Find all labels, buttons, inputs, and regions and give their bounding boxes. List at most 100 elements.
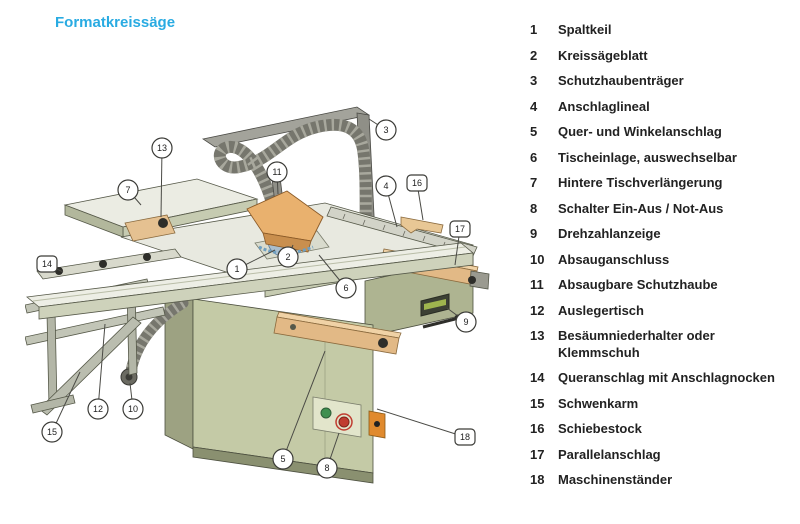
push-stick — [400, 216, 444, 234]
legend-item-number: 7 — [530, 175, 538, 190]
svg-text:12: 12 — [93, 404, 103, 414]
miter-fence — [273, 311, 402, 355]
legend-item-label: Drehzahlanzeige — [558, 226, 661, 241]
legend-item-number: 12 — [530, 302, 545, 318]
legend-item: 7 Hintere Tischverlängerung — [530, 175, 788, 192]
legend-item: 4 Anschlaglineal — [530, 99, 788, 116]
legend-item: 17 Parallelanschlag — [530, 447, 788, 464]
svg-text:6: 6 — [343, 283, 348, 293]
svg-text:11: 11 — [272, 167, 281, 177]
svg-text:8: 8 — [324, 463, 329, 473]
legend-item: 15 Schwenkarm — [530, 396, 788, 413]
legend-item: 3 Schutzhaubenträger — [530, 73, 788, 90]
legend-item-label: Auslegertisch — [558, 302, 644, 318]
legend-item-label: Anschlaglineal — [558, 98, 650, 114]
legend-item-label: Schwenkarm — [558, 395, 639, 411]
svg-text:17: 17 — [455, 224, 465, 234]
fence-knob — [468, 276, 476, 284]
svg-text:10: 10 — [128, 404, 138, 414]
legend-item-number: 8 — [530, 200, 538, 216]
legend-item-number: 6 — [530, 149, 538, 165]
legend-item-number: 1 — [530, 22, 538, 37]
svg-text:2: 2 — [285, 252, 290, 262]
svg-text:1: 1 — [234, 264, 239, 274]
legend-item: 10 Absauganschluss — [530, 252, 788, 269]
callout-5: 5 — [272, 350, 326, 470]
legend-item-number: 17 — [530, 446, 545, 462]
svg-text:4: 4 — [383, 181, 388, 191]
legend-item-number: 18 — [530, 472, 545, 487]
legend-item: 1 Spaltkeil — [530, 22, 788, 39]
legend-item-number: 13 — [530, 328, 545, 343]
legend-item-label: Spaltkeil — [558, 22, 612, 37]
legend-item: 11 Absaugbare Schutzhaube — [530, 277, 788, 294]
off-emergency-button — [338, 416, 350, 428]
legend-item-label: Tischeinlage, auswechselbar — [558, 149, 737, 165]
crosscut-fence — [36, 248, 182, 280]
legend-item: 12 Auslegertisch — [530, 303, 788, 320]
legend-item: 6 Tischeinlage, auswechselbar — [530, 150, 788, 167]
legend: 1 Spaltkeil 2 Kreissägeblatt 3 Schutzhaubentr… — [530, 22, 788, 498]
legend-item-number: 2 — [530, 47, 538, 63]
callout-18: 18 — [376, 408, 476, 446]
legend-item: 5 Quer- und Winkelanschlag — [530, 124, 788, 141]
legend-item-label: Kreissägeblatt — [558, 47, 648, 63]
legend-item-number: 4 — [530, 98, 538, 114]
callout-6: 6 — [318, 254, 357, 299]
page-title: Formatkreissäge — [55, 14, 176, 31]
legend-item-label: Besäumniederhalter oder Klemmschuh — [558, 328, 715, 360]
legend-item: 8 Schalter Ein-Aus / Not-Aus — [530, 201, 788, 218]
callout-10: 10 — [122, 382, 144, 420]
callout-3: 3 — [368, 118, 397, 141]
legend-item-number: 11 — [530, 277, 544, 292]
svg-text:5: 5 — [280, 454, 285, 464]
svg-text:9: 9 — [463, 317, 468, 327]
callout-7: 7 — [117, 179, 142, 206]
legend-item-number: 15 — [530, 395, 545, 411]
svg-text:15: 15 — [47, 427, 57, 437]
legend-item-number: 16 — [530, 421, 545, 436]
legend-item-label: Absauganschluss — [558, 251, 670, 267]
legend-item-label: Parallelanschlag — [558, 446, 661, 462]
svg-text:13: 13 — [157, 143, 167, 153]
legend-item-label: Schutzhaubenträger — [558, 73, 684, 88]
legend-item-number: 14 — [530, 370, 545, 385]
svg-text:14: 14 — [42, 259, 52, 269]
clamp-shoe — [124, 214, 176, 242]
svg-text:18: 18 — [460, 432, 470, 442]
callout-13: 13 — [151, 137, 173, 218]
on-button — [320, 407, 332, 419]
callout-8: 8 — [316, 432, 340, 479]
svg-text:7: 7 — [125, 185, 130, 195]
legend-item-number: 10 — [530, 251, 545, 267]
callout-11: 11 — [266, 161, 288, 195]
legend-item-number: 9 — [530, 226, 538, 241]
legend-item-label: Absaugbare Schutzhaube — [558, 277, 718, 292]
callout-17: 17 — [449, 220, 471, 266]
legend-item-number: 3 — [530, 73, 538, 88]
extraction-hose — [213, 118, 372, 243]
sliding-table — [26, 242, 474, 320]
callout-16: 16 — [406, 174, 428, 221]
legend-item-label: Quer- und Winkelanschlag — [558, 124, 722, 139]
legend-list: 1 Spaltkeil 2 Kreissägeblatt 3 Schutzhaubentr… — [530, 22, 788, 489]
callout-9: 9 — [446, 307, 477, 333]
legend-item-label: Hintere Tischverlängerung — [558, 175, 723, 190]
legend-item-label: Schalter Ein-Aus / Not-Aus — [558, 200, 724, 216]
callout-14: 14 — [36, 255, 64, 273]
legend-item: 16 Schiebestock — [530, 421, 788, 438]
legend-item-number: 5 — [530, 124, 538, 139]
legend-item-label: Schiebestock — [558, 421, 642, 436]
blade-guard — [246, 190, 324, 255]
crank-handle — [422, 317, 456, 329]
legend-item: 2 Kreissägeblatt — [530, 48, 788, 65]
swing-arm — [38, 316, 142, 416]
callout-12: 12 — [87, 323, 109, 420]
legend-item: 13 Besäumniederhalter oder Klemmschuh — [530, 328, 788, 361]
svg-text:3: 3 — [383, 125, 388, 135]
